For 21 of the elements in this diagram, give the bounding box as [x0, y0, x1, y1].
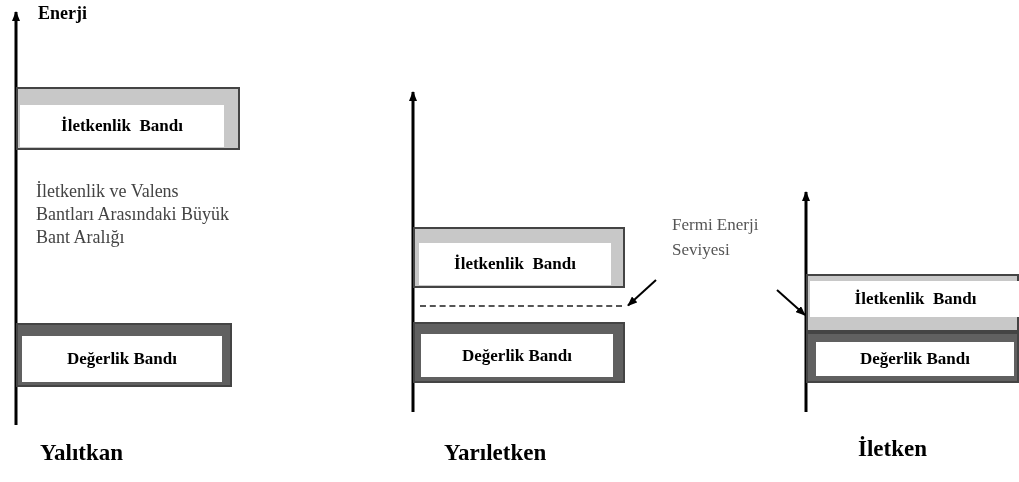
- conduction-band: [806, 274, 1019, 332]
- band-label: İletkenlik Bandı: [454, 254, 576, 274]
- gap-description: İletkenlik ve Valens Bantları Arasındaki Büyük Bant Aralığı: [36, 180, 230, 249]
- material-caption: İletken: [858, 436, 927, 462]
- leader-arrow: [776, 289, 806, 316]
- band-label: Değerlik Bandı: [859, 349, 970, 369]
- valence-band: [413, 322, 625, 383]
- valence-band: [16, 323, 232, 387]
- leader-arrow: [627, 279, 657, 307]
- conduction-band: [16, 87, 240, 150]
- material-caption: Yarıletken: [444, 440, 547, 466]
- valence-band: [806, 332, 1019, 383]
- band-label: Değerlik Bandı: [461, 345, 572, 366]
- band-label: İletkenlik Bandı: [854, 289, 977, 309]
- fermi-level-line: [420, 305, 622, 308]
- annotation-text: Fermi Enerji Seviyesi: [672, 212, 787, 292]
- band-label: İletkenlik Bandı: [61, 116, 183, 136]
- conduction-band: [413, 227, 625, 288]
- axis-label: Enerji: [38, 3, 87, 24]
- material-caption: Yalıtkan: [40, 440, 124, 466]
- band-label: Değerlik Bandı: [66, 349, 177, 369]
